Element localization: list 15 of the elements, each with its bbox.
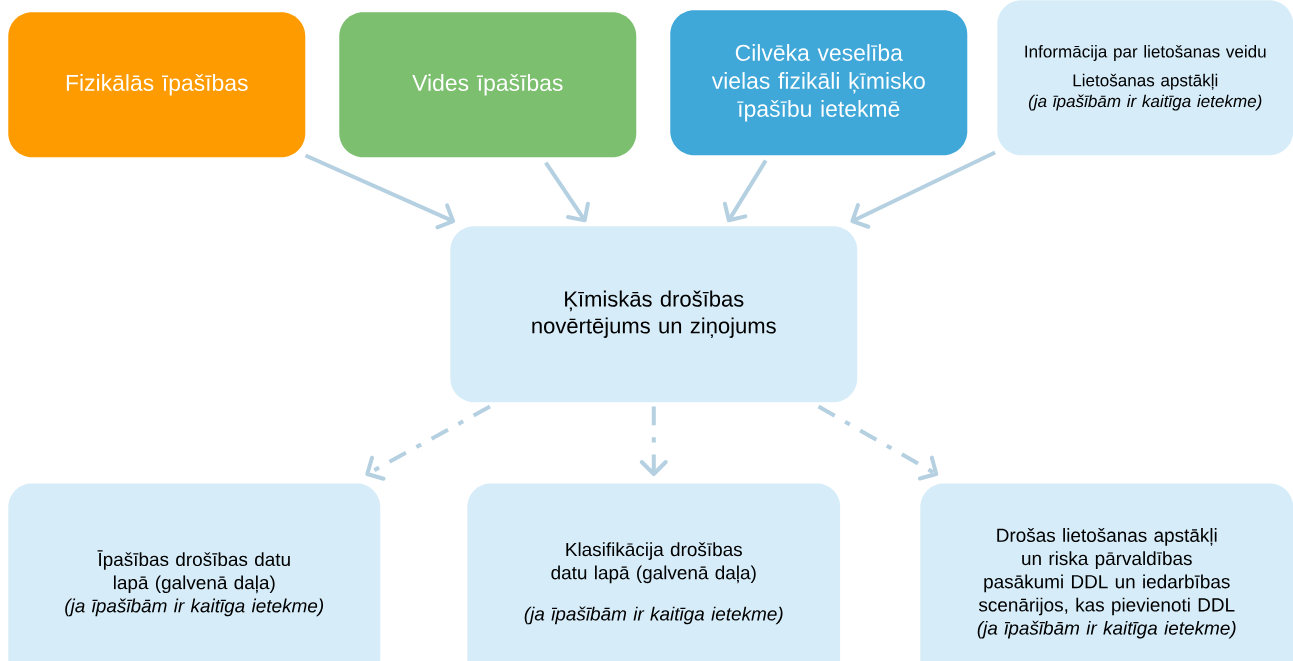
process-box: Ķīmiskās drošības novērtējums un ziņojums	[450, 226, 858, 403]
process-box: Klasifikācija drošības datu lapā (galvenā daļa) (ja īpašībām ir kaitīga ietekme)	[467, 483, 841, 661]
process-box: Cilvēka veselība vielas fizikāli ķīmisko īpašību ietekmē	[670, 10, 968, 156]
process-box: Drošas lietošanas apstākļi un riska pārvaldības pasākumi DDL un iedarbības scenārijos, kas pievienoti DDL (ja īpašībām ir kaitīga ietekme)	[920, 483, 1293, 661]
process-box: Informācija par lietošanas veidu Lietošanas apstākļi (ja īpašībām ir kaitīga ietekme)	[997, 0, 1293, 156]
arrow	[722, 159, 768, 223]
arrow	[365, 404, 491, 481]
arrow	[639, 406, 668, 476]
process-box: Fizikālās īpašības	[8, 12, 306, 158]
arrow	[544, 161, 590, 223]
arrow	[304, 153, 456, 230]
process-box: Vides īpašības	[339, 12, 637, 158]
arrow	[850, 150, 996, 229]
arrow	[817, 404, 939, 481]
process-box: Īpašības drošības datu lapā (galvenā daļa) (ja īpašībām ir kaitīga ietekme)	[8, 483, 381, 661]
